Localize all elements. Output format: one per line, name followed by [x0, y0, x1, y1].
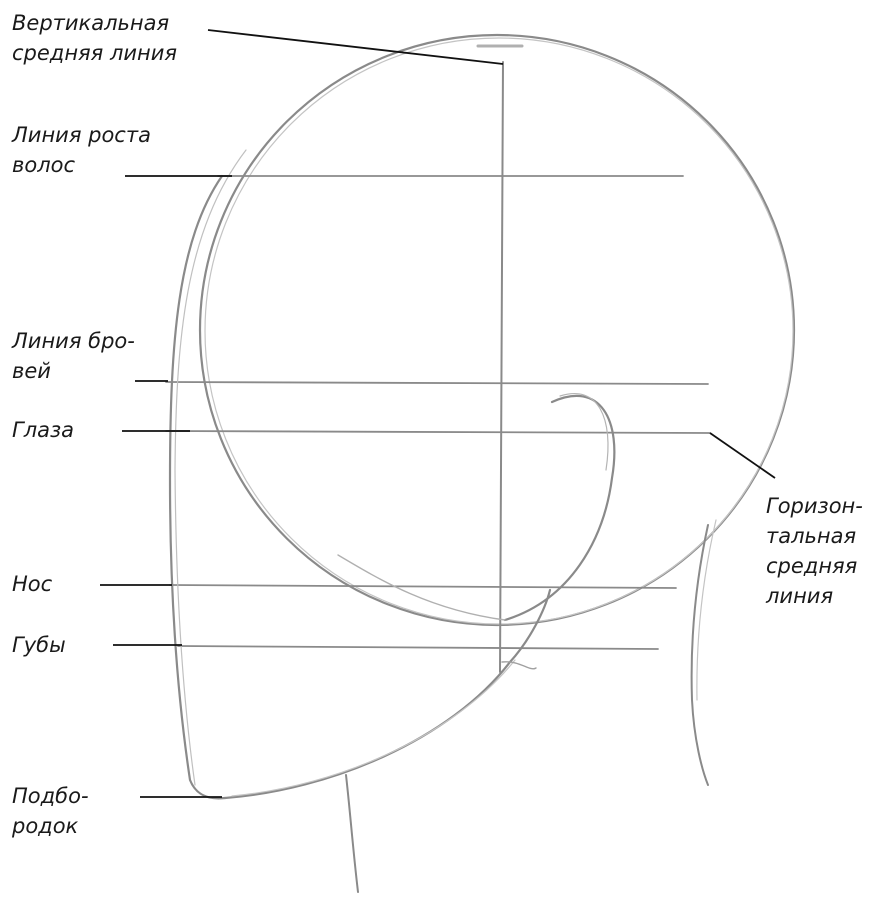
label-line: Нос [12, 569, 52, 599]
label-brow-line: Линия бро- вей [12, 326, 135, 386]
label-eyes: Глаза [12, 415, 74, 445]
label-hairline: Линия роста волос [12, 120, 151, 180]
label-line: Глаза [12, 415, 74, 445]
label-line: линия [766, 581, 863, 611]
face-outline-back [170, 176, 225, 798]
label-line: тальная [766, 521, 863, 551]
label-line: волос [12, 150, 151, 180]
label-vertical-midline: Вертикальная средняя линия [12, 8, 177, 68]
label-lips: Губы [12, 630, 66, 660]
label-line: вей [12, 356, 135, 386]
leader-vertical-midline [208, 30, 503, 64]
neck-front [346, 775, 358, 892]
jaw-line [225, 590, 550, 798]
label-chin: Подбо- родок [12, 781, 89, 841]
label-line: Подбо- [12, 781, 89, 811]
eyes-guide [166, 431, 710, 433]
label-line: средняя линия [12, 38, 177, 68]
label-line: Горизон- [766, 491, 863, 521]
label-nose: Нос [12, 569, 52, 599]
lips-guide [178, 646, 658, 649]
label-line: Губы [12, 630, 66, 660]
label-line: средняя [766, 551, 863, 581]
label-line: Линия бро- [12, 326, 135, 356]
jaw-line-sketch [232, 660, 515, 796]
label-line: Вертикальная [12, 8, 177, 38]
nose-guide [170, 585, 676, 588]
label-horizontal-midline: Горизон- тальная средняя линия [766, 491, 863, 611]
brow-guide [166, 382, 708, 384]
label-line: родок [12, 811, 89, 841]
label-line: Линия роста [12, 120, 151, 150]
neck-back [692, 525, 708, 785]
vertical-midline [500, 62, 503, 672]
